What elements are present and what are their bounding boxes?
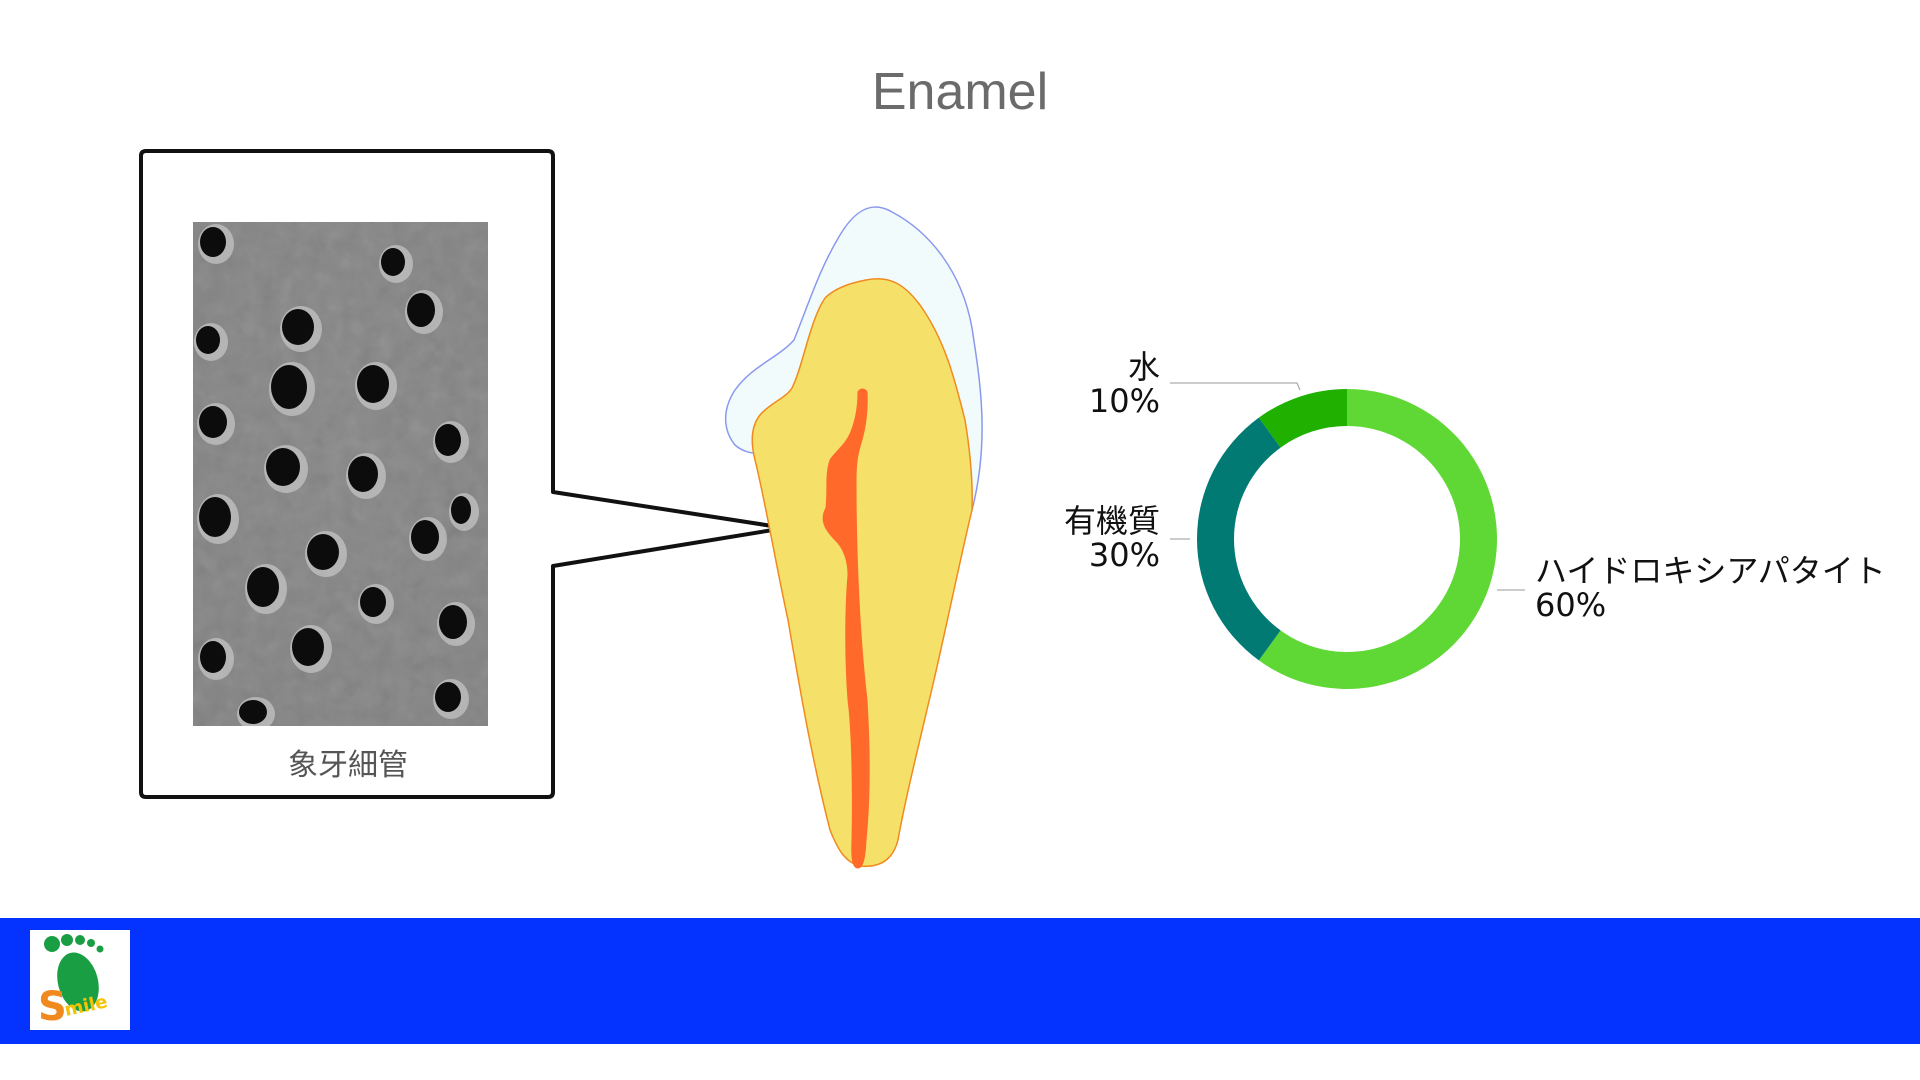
tubule-hole	[282, 309, 314, 345]
tubule-hole	[360, 587, 386, 617]
tubule-hole	[271, 365, 307, 409]
smile-logo-icon: S mile	[38, 934, 109, 1030]
micrograph-image	[193, 222, 488, 726]
tubule-hole	[196, 326, 220, 354]
smile-logo: S mile	[30, 930, 130, 1030]
tubule-hole	[200, 641, 226, 673]
tubule-hole	[199, 497, 231, 537]
label-hydroxyapatite-value: 60%	[1535, 586, 1607, 624]
label-water: 水 10%	[1040, 350, 1160, 418]
dentinal-tubules-micrograph	[193, 222, 488, 726]
tubule-hole	[407, 293, 435, 327]
tubule-hole	[381, 248, 405, 276]
tubule-hole	[411, 520, 439, 554]
label-organic: 有機質 30%	[1030, 504, 1160, 572]
label-organic-value: 30%	[1088, 536, 1160, 574]
label-water-name: 水	[1127, 348, 1160, 386]
label-water-value: 10%	[1088, 382, 1160, 420]
tubule-hole	[307, 534, 339, 570]
tubule-hole	[292, 628, 324, 666]
tubule-hole	[435, 424, 461, 456]
tubule-hole	[247, 567, 279, 607]
tooth-dentin	[751, 278, 973, 868]
composition-donut-chart	[1197, 389, 1498, 689]
tubule-hole	[435, 682, 461, 712]
donut-slice-2	[1258, 389, 1347, 448]
label-hydroxyapatite: ハイドロキシアパタイト 60%	[1535, 554, 1915, 622]
tubule-hole	[348, 456, 378, 492]
tooth-pulp	[822, 388, 870, 869]
tubule-hole	[200, 227, 226, 257]
tubule-hole	[357, 365, 389, 403]
tubule-hole	[239, 700, 267, 724]
label-organic-name: 有機質	[1063, 502, 1160, 540]
tubule-hole	[199, 406, 227, 438]
label-hydroxyapatite-name: ハイドロキシアパタイト	[1535, 552, 1886, 590]
chart-leader-lines	[1170, 382, 1525, 591]
tubule-hole	[451, 496, 471, 524]
tubule-hole	[439, 605, 467, 639]
micrograph-caption: 象牙細管	[288, 748, 408, 783]
tubule-holes	[194, 224, 479, 726]
page-title: Enamel	[871, 63, 1049, 121]
donut-slice-1	[1197, 417, 1281, 661]
donut-slice-0	[1258, 389, 1498, 689]
svg-text:S: S	[38, 984, 67, 1030]
tubule-hole	[266, 448, 300, 486]
footer-bar	[0, 918, 1920, 1044]
leader-line-0	[1170, 382, 1301, 391]
